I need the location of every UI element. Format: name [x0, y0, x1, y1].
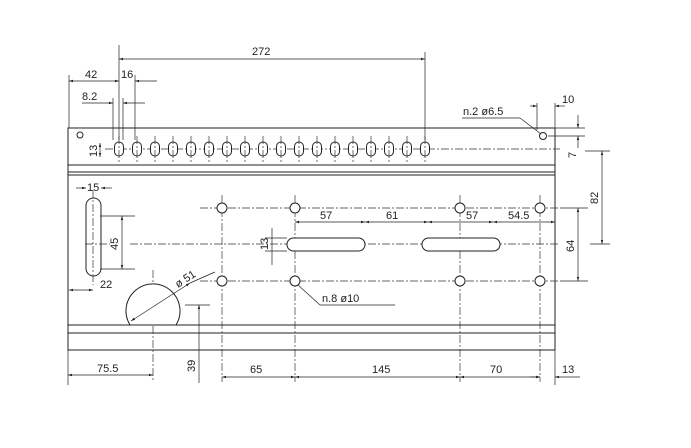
dim-272: 272 [252, 46, 270, 58]
main-holes [216, 202, 546, 287]
vertical-slot [85, 197, 102, 277]
dim-7: 7 [567, 152, 579, 158]
note-small-holes: n.2 ø6.5 [463, 106, 503, 118]
dim-70: 70 [490, 364, 502, 376]
dimension-labels: 272 42 16 8.2 10 n.2 ø6.5 7 82 64 13 15 … [82, 46, 601, 376]
dim-42: 42 [85, 69, 97, 81]
small-hole-marker [76, 131, 84, 139]
dim-64: 64 [565, 240, 577, 252]
horizontal-slot [421, 237, 501, 252]
dim-10: 10 [562, 94, 574, 106]
dim-8-2: 8.2 [82, 91, 97, 103]
note-main-holes: n.8 ø10 [322, 293, 359, 305]
dim-13-slot: 13 [259, 238, 271, 250]
dim-45: 45 [109, 238, 121, 250]
dim-65: 65 [250, 364, 262, 376]
dimension-lines [67, 45, 610, 385]
dim-75-5: 75.5 [97, 363, 118, 375]
dim-54-5: 54.5 [508, 210, 529, 222]
dim-82: 82 [589, 192, 601, 204]
dim-145: 145 [372, 364, 390, 376]
top-slot-row [114, 136, 430, 162]
dim-15: 15 [87, 182, 99, 194]
horizontal-slot [286, 237, 366, 252]
dim-51: ø 51 [173, 268, 198, 290]
dim-13-top: 13 [88, 145, 100, 157]
dim-57a: 57 [320, 210, 332, 222]
dim-61: 61 [386, 210, 398, 222]
dim-13-right: 13 [562, 364, 574, 376]
plate [67, 127, 556, 351]
dim-57b: 57 [466, 210, 478, 222]
dim-16: 16 [121, 69, 133, 81]
dim-39: 39 [186, 360, 198, 372]
dim-22: 22 [100, 279, 112, 291]
small-hole [539, 132, 547, 140]
